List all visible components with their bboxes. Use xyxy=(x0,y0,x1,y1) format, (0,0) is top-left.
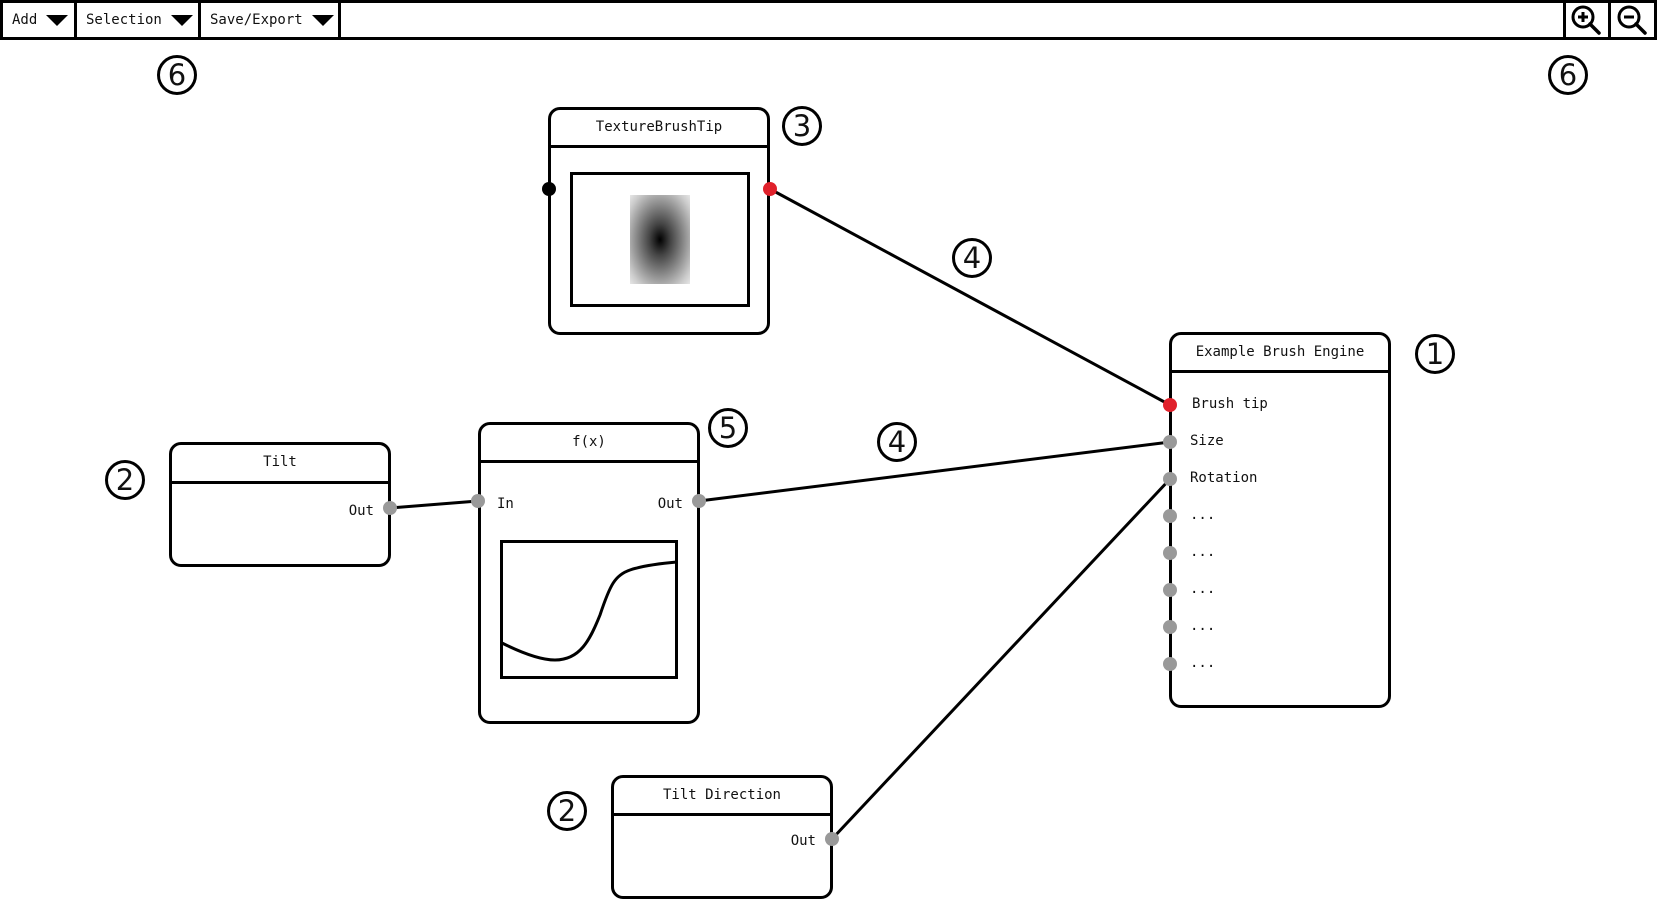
wire-fx-out-to-size[interactable] xyxy=(698,440,1171,503)
engine-input-port[interactable] xyxy=(1163,435,1177,449)
callout-badge-engine-node: 1 xyxy=(1415,334,1455,374)
node-title: Tilt xyxy=(263,454,297,470)
wire-tilt-to-fx-in[interactable] xyxy=(389,499,479,510)
tilt-direction-out-label: Out xyxy=(790,833,816,849)
curve-frame xyxy=(500,540,678,679)
fx-in-port[interactable] xyxy=(471,494,485,508)
callout-badge-toolbar-left: 6 xyxy=(157,55,197,95)
engine-input-port[interactable] xyxy=(1163,583,1177,597)
add-menu-label: Add xyxy=(12,12,38,28)
engine-input-label: ... xyxy=(1190,618,1216,634)
caret-down-icon xyxy=(46,14,69,26)
engine-input-label: ... xyxy=(1190,581,1216,597)
node-header[interactable]: Tilt Direction xyxy=(614,778,830,816)
wire-texture-to-brush-tip[interactable] xyxy=(769,187,1171,407)
node-texture-brush-tip[interactable]: TextureBrushTip xyxy=(548,107,770,335)
engine-input-label: ... xyxy=(1190,507,1216,523)
texture-preview-frame xyxy=(570,172,750,307)
fx-in-label: In xyxy=(497,496,514,512)
node-title: f(x) xyxy=(572,434,606,450)
zoom-in-button[interactable] xyxy=(1563,3,1608,37)
zoom-in-icon xyxy=(1571,5,1601,35)
callout-badge-wire-lower: 4 xyxy=(877,422,917,462)
engine-input-port[interactable] xyxy=(1163,509,1177,523)
brush-texture-image xyxy=(630,195,690,284)
engine-input-label: Brush tip xyxy=(1192,396,1268,412)
node-header[interactable]: Tilt xyxy=(172,445,388,484)
engine-input-label: Rotation xyxy=(1190,470,1258,486)
engine-input-port[interactable] xyxy=(1163,546,1177,560)
engine-input-port[interactable] xyxy=(1163,620,1177,634)
zoom-out-button[interactable] xyxy=(1608,3,1654,37)
engine-input-port[interactable] xyxy=(1163,398,1177,412)
node-tilt[interactable]: Tilt Out xyxy=(169,442,391,567)
tilt-direction-out-port[interactable] xyxy=(825,832,839,846)
texture-output-port[interactable] xyxy=(763,182,777,196)
callout-badge-wire-upper: 4 xyxy=(952,238,992,278)
engine-input-port[interactable] xyxy=(1163,472,1177,486)
save-export-menu-button[interactable]: Save/Export xyxy=(201,3,341,37)
node-fx[interactable]: f(x) In Out xyxy=(478,422,700,724)
texture-input-port[interactable] xyxy=(542,182,556,196)
engine-input-label: Size xyxy=(1190,433,1224,449)
callout-badge-tilt-direction-node: 2 xyxy=(547,791,587,831)
fx-out-port[interactable] xyxy=(692,494,706,508)
callout-badge-toolbar-right: 6 xyxy=(1548,55,1588,95)
callout-badge-texture-node: 3 xyxy=(782,106,822,146)
curve-editor[interactable] xyxy=(500,540,679,680)
fx-out-label: Out xyxy=(657,496,683,512)
save-export-menu-label: Save/Export xyxy=(210,12,303,28)
zoom-out-icon xyxy=(1617,5,1647,35)
engine-input-port[interactable] xyxy=(1163,657,1177,671)
add-menu-button[interactable]: Add xyxy=(3,3,77,37)
toolbar: Add Selection Save/Export xyxy=(0,0,1657,40)
caret-down-icon xyxy=(311,14,334,26)
response-curve[interactable] xyxy=(501,560,678,662)
node-header[interactable]: TextureBrushTip xyxy=(551,110,767,148)
wire-tilt-direction-to-rotation[interactable] xyxy=(830,477,1172,841)
node-header[interactable]: Example Brush Engine xyxy=(1172,335,1388,373)
tilt-out-label: Out xyxy=(348,503,374,519)
node-title: Example Brush Engine xyxy=(1195,344,1365,360)
selection-menu-label: Selection xyxy=(86,12,162,28)
engine-input-label: ... xyxy=(1190,655,1216,671)
node-title: TextureBrushTip xyxy=(595,119,723,135)
tilt-out-port[interactable] xyxy=(383,501,397,515)
callout-badge-fx-node: 5 xyxy=(708,408,748,448)
node-tilt-direction[interactable]: Tilt Direction Out xyxy=(611,775,833,899)
caret-down-icon xyxy=(170,14,193,26)
engine-input-label: ... xyxy=(1190,544,1216,560)
selection-menu-button[interactable]: Selection xyxy=(77,3,201,37)
node-title: Tilt Direction xyxy=(662,787,781,803)
callout-badge-tilt-node: 2 xyxy=(105,460,145,500)
node-header[interactable]: f(x) xyxy=(481,425,697,463)
